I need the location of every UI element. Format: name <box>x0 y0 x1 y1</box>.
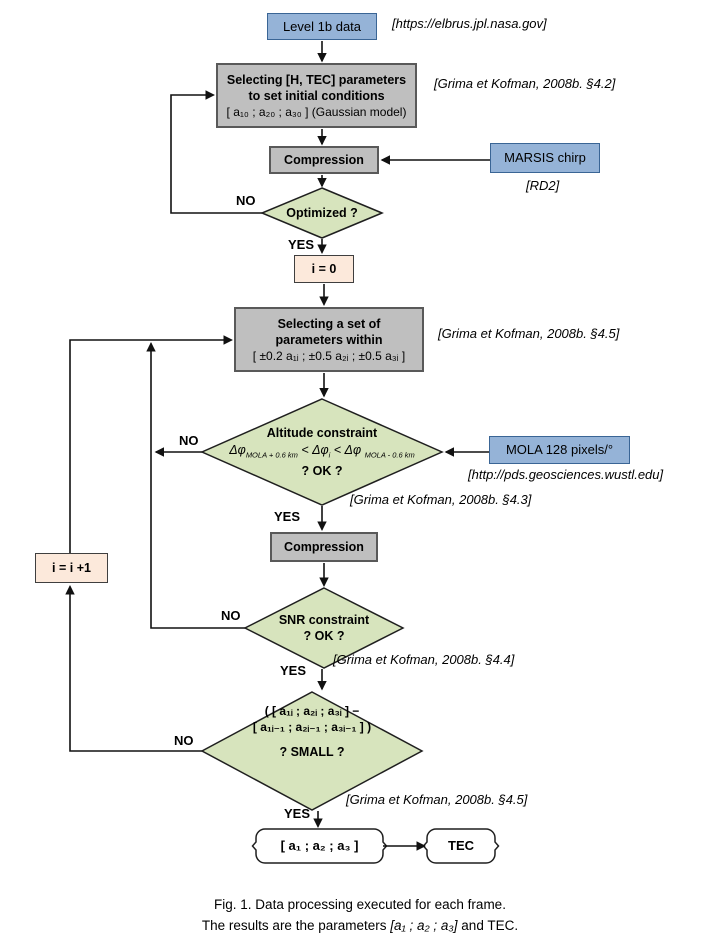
select-initial-line2: to set initial conditions <box>248 88 385 103</box>
sub-mola-plus: MOLA + 0.6 km <box>245 450 298 460</box>
select-set-line2: parameters within <box>275 332 383 347</box>
sub-mola-minus: MOLA - 0.6 km <box>364 450 415 460</box>
node-compression-1: Compression <box>269 146 379 174</box>
small-question: ? SMALL ? <box>279 745 345 759</box>
annotation-grima-4-3: [Grima et Kofman, 2008b. §4.3] <box>350 492 532 507</box>
edge-small-no-to-i-increment <box>65 585 202 752</box>
snr-diamond-shape <box>243 587 405 669</box>
snr-line1: SNR constraint <box>278 613 370 627</box>
annotation-grima-4-2: [Grima et Kofman, 2008b. §4.2] <box>434 76 616 91</box>
edge-i-increment-to-select-set <box>69 335 233 553</box>
caption-line2-suffix: and TEC. <box>457 918 519 933</box>
label-yes-snr: YES <box>280 663 307 678</box>
small-diamond-shape <box>200 691 424 811</box>
label-no-optimized: NO <box>236 193 256 208</box>
delta-phi-mola-minus: < Δφ <box>330 442 365 457</box>
edge-optimized-no-loop <box>170 90 262 214</box>
annotation-grima-4-4: [Grima et Kofman, 2008b. §4.4] <box>333 652 515 667</box>
node-select-initial-conditions: Selecting [H, TEC] parameters to set ini… <box>216 63 417 128</box>
caption-line2-prefix: The results are the parameters <box>201 918 391 933</box>
decision-optimized-label: Optimized ? <box>286 206 358 220</box>
terminal-result-label: [ a₁ ; a₂ ; a₃ ] <box>280 838 359 853</box>
node-i-increment: i = i +1 <box>35 553 108 583</box>
select-set-ranges: [ ±0.2 a₁ᵢ ; ±0.5 a₂ᵢ ; ±0.5 a₃ᵢ ] <box>252 348 406 363</box>
select-set-line1: Selecting a set of <box>277 316 381 331</box>
node-mola-pixels: MOLA 128 pixels/° <box>489 436 630 464</box>
small-line2: [ a₁ᵢ₋₁ ; a₂ᵢ₋₁ ; a₃ᵢ₋₁ ] ) <box>252 720 372 734</box>
label-no-small: NO <box>174 733 194 748</box>
sub-i: i <box>328 450 331 460</box>
edge-snr-no-loop <box>146 342 245 629</box>
node-marsis-chirp: MARSIS chirp <box>490 143 600 173</box>
altitude-diamond-shape <box>200 398 444 506</box>
decision-snr-constraint: SNR constraint ? OK ? <box>245 588 403 668</box>
node-compression-2: Compression <box>270 532 378 562</box>
label-no-snr: NO <box>221 608 241 623</box>
altitude-formula: ΔφMOLA + 0.6 km < Δφi < Δφ MOLA - 0.6 km <box>229 443 414 463</box>
annotation-grima-4-5-bottom: [Grima et Kofman, 2008b. §4.5] <box>346 792 528 807</box>
decision-small-difference: ( [ a₁ᵢ ; a₂ᵢ ; a₃ᵢ ] − [ a₁ᵢ₋₁ ; a₂ᵢ₋₁ … <box>207 703 417 799</box>
label-yes-optimized: YES <box>288 237 315 252</box>
annotation-rd2: [RD2] <box>526 178 560 193</box>
snr-line2: ? OK ? <box>303 629 345 643</box>
node-level1b-data: Level 1b data <box>267 13 377 40</box>
small-line1: ( [ a₁ᵢ ; a₂ᵢ ; a₃ᵢ ] − <box>264 704 360 718</box>
node-select-parameter-set: Selecting a set of parameters within [ ±… <box>234 307 424 372</box>
decision-altitude-constraint: Altitude constraint ΔφMOLA + 0.6 km < Δφ… <box>207 414 437 490</box>
figure-caption-line2: The results are the parameters [a₁ ; a₂ … <box>0 918 720 933</box>
terminal-tec-label: TEC <box>448 838 474 853</box>
optimized-diamond-shape <box>260 187 384 239</box>
delta-phi-i: < Δφ <box>297 442 329 457</box>
annotation-pds-url: [http://pds.geosciences.wustl.edu] <box>468 467 664 482</box>
annotation-grima-4-5-top: [Grima et Kofman, 2008b. §4.5] <box>438 326 620 341</box>
node-i-equals-0: i = 0 <box>294 255 354 283</box>
label-yes-small: YES <box>284 806 311 821</box>
altitude-question: ? OK ? <box>301 464 343 479</box>
result-terminal-shape <box>251 828 388 864</box>
select-initial-line1: Selecting [H, TEC] parameters <box>226 72 407 87</box>
caption-line2-parameters: [a₁ ; a₂ ; a₃] <box>390 918 458 933</box>
altitude-title: Altitude constraint <box>266 425 378 440</box>
annotation-elbrus-url: [https://elbrus.jpl.nasa.gov] <box>392 16 547 31</box>
delta-phi-mola-plus: Δφ <box>229 442 246 457</box>
label-no-altitude: NO <box>179 433 199 448</box>
tec-terminal-shape <box>422 828 500 864</box>
label-yes-altitude: YES <box>274 509 301 524</box>
figure-caption-line1: Fig. 1. Data processing executed for eac… <box>214 897 506 912</box>
select-initial-parameters: [ a₁₀ ; a₂₀ ; a₃₀ ] (Gaussian model) <box>226 104 407 119</box>
